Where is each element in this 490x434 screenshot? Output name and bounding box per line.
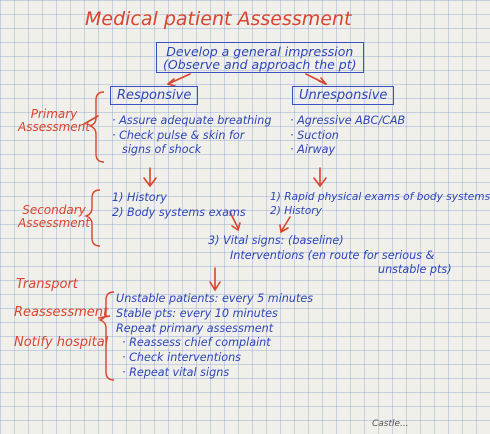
reassess-unstable: Unstable patients: every 5 minutes — [116, 292, 314, 305]
responsive-primary-item-3: signs of shock — [122, 143, 202, 157]
general-impression-line1: Develop a general impression — [166, 44, 354, 59]
corner-text: Castle... — [372, 419, 409, 429]
vitals-interventions-block: 3) Vital signs: (baseline) Interventions… — [208, 234, 452, 278]
general-impression-line2: (Observe and approach the pt) — [163, 57, 357, 73]
reassessment-label: Reassessment — [14, 305, 109, 320]
interventions-item: Interventions (en route for serious & — [230, 248, 435, 262]
unresponsive-primary-item-3: · Airway — [290, 143, 336, 157]
brace-secondary — [83, 189, 101, 247]
pointer-stable — [97, 315, 111, 319]
arrow-responsive-down — [143, 167, 157, 188]
secondary-label-line2: Assessment — [18, 215, 90, 230]
unresponsive-primary-item-1: · Agressive ABC/CAB — [290, 114, 406, 127]
arrow-unresponsive-down — [313, 167, 327, 188]
notify-hospital-label: Notify hospital — [14, 335, 109, 350]
brace-reassessment — [97, 291, 115, 381]
responsive-primary-item-1: · Assure adequate breathing — [112, 114, 272, 127]
interventions-item-cont: unstable pts) — [378, 263, 452, 277]
arrow-to-responsive-head — [167, 78, 176, 87]
reassess-repeat-vitals: · Repeat vital signs — [122, 365, 230, 379]
arrow-to-unresponsive-head — [318, 77, 327, 85]
responsive-box: Responsive — [110, 86, 199, 105]
unresponsive-secondary-list: 1) Rapid physical exams of body systems … — [270, 190, 490, 219]
responsive-secondary-list: 1) History 2) Body systems exams — [112, 190, 246, 220]
unresponsive-primary-list: · Agressive ABC/CAB · Suction · Airway — [290, 114, 405, 158]
reassess-repeat-primary: Repeat primary assessment — [116, 321, 274, 335]
responsive-secondary-item-2: 2) Body systems exams — [112, 206, 246, 220]
unresponsive-box: Unresponsive — [292, 86, 395, 105]
primary-assessment-label: Primary Assessment — [18, 108, 90, 133]
arrow-to-reassessment — [209, 267, 221, 292]
brace-primary — [87, 91, 105, 163]
responsive-primary-list: · Assure adequate breathing · Check puls… — [112, 114, 271, 158]
responsive-primary-item-2: · Check pulse & skin for — [112, 128, 245, 142]
secondary-assessment-label: Secondary Assessment — [18, 204, 90, 229]
arrow-right-merge — [279, 216, 291, 234]
general-impression-box: Develop a general impression (Observe an… — [156, 42, 364, 74]
secondary-label-line1: Secondary — [22, 203, 86, 217]
primary-label-line2: Assessment — [18, 119, 90, 134]
unresponsive-secondary-item-1: 1) Rapid physical exams of body systems — [270, 191, 490, 203]
page-title: Medical patient Assessment — [85, 8, 352, 30]
arrow-left-merge — [229, 211, 241, 232]
reassess-stable: Stable pts: every 10 minutes — [116, 306, 278, 320]
reassess-check-interventions: · Check interventions — [122, 351, 242, 365]
vitals-item: 3) Vital signs: (baseline) — [208, 234, 344, 247]
assessment-diagram: Medical patient Assessment Develop a gen… — [14, 8, 490, 429]
connectors — [83, 73, 327, 381]
transport-label: Transport — [16, 277, 78, 292]
arrow-to-responsive — [167, 73, 191, 85]
reassessment-list: Unstable patients: every 5 minutes Stabl… — [116, 292, 313, 381]
reassess-chief-complaint: · Reassess chief complaint — [122, 336, 271, 350]
unresponsive-primary-item-2: · Suction — [290, 128, 339, 142]
primary-label-line1: Primary — [30, 107, 78, 121]
responsive-secondary-item-1: 1) History — [112, 191, 167, 204]
unresponsive-secondary-item-2: 2) History — [270, 205, 322, 218]
